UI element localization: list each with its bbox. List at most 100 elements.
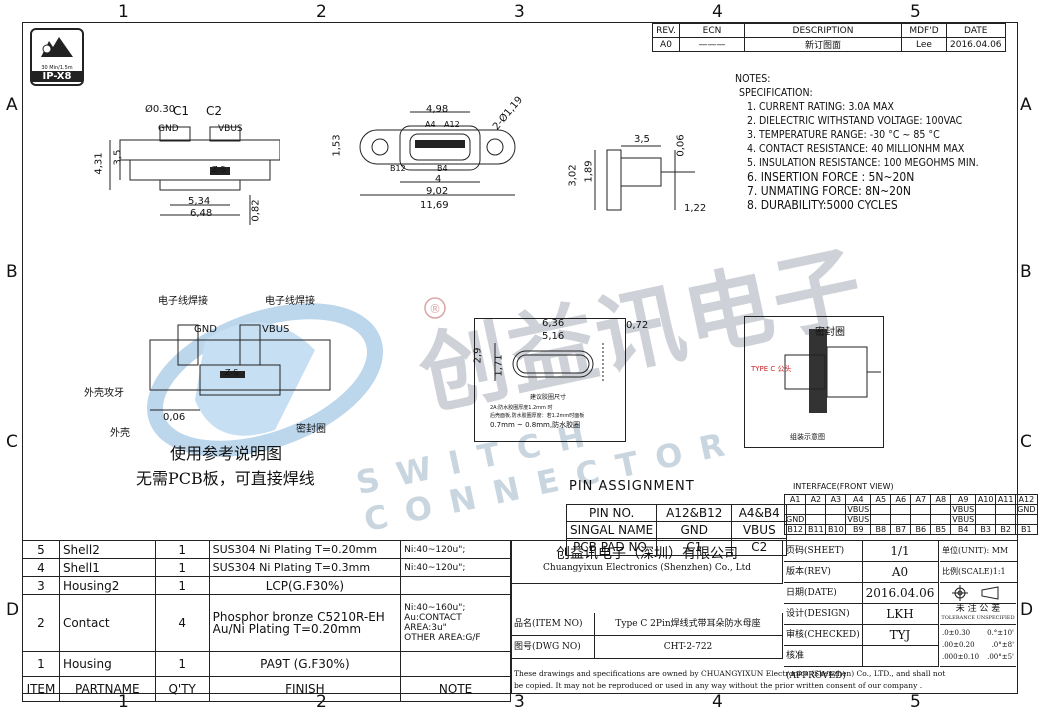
modified-value: Lee bbox=[901, 37, 947, 52]
interface-cell bbox=[825, 504, 847, 515]
interface-cell bbox=[1015, 514, 1038, 525]
hole-note-1: 2A:防水胶圈厚度1.2mm 时 bbox=[490, 405, 553, 411]
modified-header: MDF'D bbox=[901, 23, 947, 38]
grid-row-a-right: A bbox=[1020, 95, 1032, 115]
label-gnd-ref: GND bbox=[194, 324, 217, 335]
watermark-logo-icon: ® bbox=[147, 297, 446, 457]
interface-cell bbox=[870, 514, 892, 525]
label-b12: B12 bbox=[390, 164, 406, 173]
interface-cell: A4 bbox=[845, 494, 872, 505]
interface-cell: B2 bbox=[995, 524, 1017, 535]
assembly-box bbox=[744, 316, 884, 448]
tol-3: .000±0.10 bbox=[942, 653, 980, 661]
grid-row-c-right: C bbox=[1020, 432, 1032, 452]
grid-col-4: 4 bbox=[712, 2, 723, 22]
pin-cell: PIN NO. bbox=[565, 504, 658, 522]
interface-cell bbox=[910, 514, 932, 525]
design-label: 设计(DESIGN) bbox=[784, 604, 863, 625]
panel-cutout-drawing bbox=[494, 343, 604, 381]
pin-assignment-title: PIN ASSIGNMENT bbox=[569, 479, 695, 494]
water-drop-icon bbox=[41, 37, 73, 57]
ang-3: .00°±5' bbox=[987, 653, 1014, 661]
profile-view-drawing bbox=[594, 145, 695, 211]
description-header: DESCRIPTION bbox=[744, 23, 902, 38]
notes-block: NOTES: SPECIFICATION: 1. CURRENT RATING:… bbox=[735, 72, 979, 212]
dim-302: 3,02 bbox=[567, 164, 579, 187]
bom-cell: 1 bbox=[154, 576, 210, 595]
hole-note-2: 后壳面板,防水胶圈厚度：若1.2mm时面板 bbox=[490, 413, 585, 419]
interface-cell: B5 bbox=[930, 524, 952, 535]
dim-189: 1,89 bbox=[583, 160, 595, 183]
hole-note-3: 0.7mm ~ 0.8mm,防水胶圈 bbox=[490, 421, 581, 429]
dim-35-profile: 3,5 bbox=[634, 134, 650, 145]
pin-cell: SINGAL NAME bbox=[565, 521, 658, 539]
interface-cell: A7 bbox=[910, 494, 932, 505]
ref-note-1: 使用参考说明图 bbox=[170, 444, 283, 463]
grid-col-3: 3 bbox=[514, 2, 525, 22]
interface-cell: A1 bbox=[783, 494, 807, 505]
interface-cell: B8 bbox=[870, 524, 892, 535]
pin-assignment-table: PIN NO. A12&B12 A4&B4 SINGAL NAME GND VB… bbox=[565, 504, 788, 556]
date-value-block: 2016.04.06 bbox=[862, 583, 939, 604]
bom-cell: Shell1 bbox=[58, 558, 156, 577]
label-vbus-top: VBUS bbox=[218, 124, 243, 134]
bom-cell: 1 bbox=[154, 558, 210, 577]
bom-header-cell: PARTNAME bbox=[58, 676, 156, 702]
interface-cell bbox=[910, 504, 932, 515]
bom-cell bbox=[400, 576, 511, 595]
label-c1: C1 bbox=[173, 104, 190, 118]
dim-29: 2,9 bbox=[472, 347, 484, 364]
interface-cell bbox=[783, 504, 807, 515]
dim-35: 3,5 bbox=[112, 149, 124, 166]
grid-row-b: B bbox=[6, 262, 18, 282]
dim-4: 4 bbox=[435, 174, 442, 185]
grid-col-3-bottom: 3 bbox=[514, 692, 525, 712]
label-shell: 外壳 bbox=[110, 428, 130, 439]
grid-col-5: 5 bbox=[910, 2, 921, 22]
badge-rating: 30 Min/1.5m bbox=[41, 65, 73, 71]
approve-label: 核准(APPROVED) bbox=[784, 646, 863, 681]
bom-cell: PA9T (G.F30%) bbox=[208, 651, 402, 677]
interface-cell: A2 bbox=[805, 494, 827, 505]
interface-cell: B6 bbox=[910, 524, 932, 535]
rev-header: REV. bbox=[652, 23, 680, 38]
bom-cell: Ni:40~160u"; Au:CONTACT AREA:3u" OTHER A… bbox=[400, 594, 511, 652]
bom-cell bbox=[400, 651, 511, 677]
ecn-header: ECN bbox=[679, 23, 745, 38]
label-weld-1: 电子线焊接 bbox=[158, 296, 208, 307]
ang-1: 0.°±10' bbox=[987, 629, 1014, 637]
grid-col-2: 2 bbox=[316, 2, 327, 22]
note-item: 3. TEMPERATURE RANGE: -30 °C ~ 85 °C bbox=[747, 129, 940, 141]
item-value: Type C 2Pin焊线式带耳朵防水母座 bbox=[594, 613, 783, 636]
interface-cell bbox=[870, 504, 892, 515]
dim-d030: Ø0.30 bbox=[145, 104, 176, 115]
scale-label: 比例(SCALE)1:1 bbox=[940, 562, 1018, 583]
dim-648: 6,48 bbox=[190, 208, 213, 219]
interface-cell: A8 bbox=[930, 494, 952, 505]
label-zs: Z-S bbox=[212, 165, 226, 174]
note-item: 4. CONTACT RESISTANCE: 40 MILLIONHM MAX bbox=[747, 143, 965, 155]
rev-value-block: A0 bbox=[862, 562, 939, 583]
front-view-drawing bbox=[359, 111, 516, 196]
company-en: Chuangyixun Electronics (Shenzhen) Co., … bbox=[543, 563, 751, 573]
bom-cell: 3 bbox=[22, 576, 60, 595]
date-label: 日期(DATE) bbox=[784, 583, 863, 604]
grid-col-4-bottom: 4 bbox=[712, 692, 723, 712]
item-label: 品名(ITEM NO) bbox=[512, 613, 595, 636]
dim-122: 1,22 bbox=[684, 203, 707, 214]
badge-code: IP-X8 bbox=[32, 71, 82, 82]
watermark-reg: ® bbox=[429, 302, 441, 316]
dim-431: 4,31 bbox=[93, 152, 105, 175]
interface-cell bbox=[975, 514, 997, 525]
tol-2: .00±0.20 bbox=[942, 641, 975, 649]
rev-label: 版本(REV) bbox=[784, 562, 863, 583]
bom-header-cell: FINISH bbox=[208, 676, 402, 702]
interface-cell: GND bbox=[1015, 504, 1038, 515]
label-a12: A12 bbox=[444, 120, 460, 129]
assembly-drawing bbox=[784, 329, 881, 413]
